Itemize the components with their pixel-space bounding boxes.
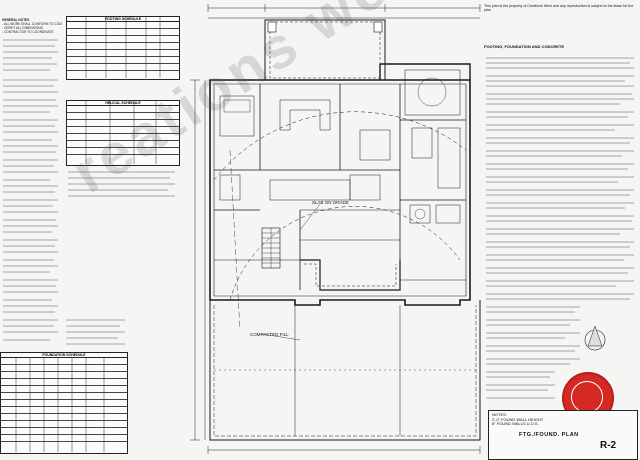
slab-on-grade-label: SLAB ON GRADE xyxy=(312,200,349,205)
sheet-number: R-2 xyxy=(600,440,617,451)
header-note: This plan is the property of Creations W… xyxy=(484,4,634,13)
engineer-stamp-inner-ring xyxy=(571,381,603,413)
note-box-heading: NOTES: xyxy=(492,412,507,417)
helical-schedule-title: HELICAL SCHEDULE xyxy=(67,101,179,106)
note-box-line-wall-height: 2'-0" FOUND WALL HEIGHT xyxy=(492,416,544,422)
foundation-schedule-table: FOUNDATION SCHEDULE xyxy=(0,352,128,454)
footing-schedule-title: FOOTING SCHEDULE xyxy=(67,17,179,22)
spec-section-title: FOOTING, FOUNDATION AND CONCRETE xyxy=(484,44,564,49)
footing-schedule-table: FOOTING SCHEDULE xyxy=(66,16,180,80)
note-box-line-walls: 8" FOUND WALLS U.O.S. xyxy=(492,421,539,427)
helical-schedule-table: HELICAL SCHEDULE xyxy=(66,100,180,166)
sheet-title: FTG./FOUND. PLAN xyxy=(519,432,579,438)
foundation-schedule-title: FOUNDATION SCHEDULE xyxy=(1,353,127,358)
compacted-fill-label: COMPACTED FILL xyxy=(250,332,289,337)
title-block: NOTES: 2'-0" FOUND WALL HEIGHT 8" FOUND … xyxy=(488,410,638,460)
general-notes-column: GENERAL NOTES - ALL WORK SHALL CONFORM T… xyxy=(2,18,62,34)
title-block-notes: NOTES: 2'-0" FOUND WALL HEIGHT 8" FOUND … xyxy=(492,412,544,427)
